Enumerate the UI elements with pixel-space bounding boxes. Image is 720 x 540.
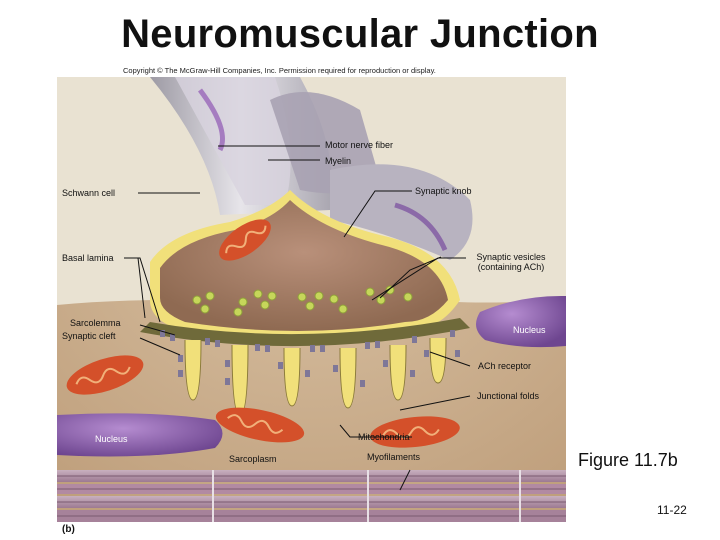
myofilaments xyxy=(57,470,566,522)
label-sarcolemma: Sarcolemma xyxy=(70,318,121,328)
label-motor-nerve-fiber: Motor nerve fiber xyxy=(325,140,394,150)
slide-number: 11-22 xyxy=(657,503,687,517)
left-mitochondrion xyxy=(66,355,144,395)
schwann-nucleus-stripe xyxy=(394,202,448,252)
label-sarcoplasm: Sarcoplasm xyxy=(229,454,277,464)
label-myofilaments: Myofilaments xyxy=(367,452,421,462)
lower-mitochondrion-1 xyxy=(215,407,305,443)
synaptic-vesicles xyxy=(192,285,413,317)
slide-title: Neuromuscular Junction xyxy=(121,12,599,56)
ach-receptors xyxy=(160,330,460,387)
nucleus-left-shape xyxy=(57,413,223,457)
synaptic-cleft xyxy=(140,318,470,347)
panel-label: (b) xyxy=(62,524,75,535)
label-schwann-cell: Schwann cell xyxy=(62,188,116,198)
leader-lines xyxy=(124,145,471,491)
junctional-folds xyxy=(184,337,447,416)
lower-mitochondrion-2 xyxy=(370,416,460,448)
label-mitochondria: Mitochondria xyxy=(358,432,410,442)
knob-mitochondrion xyxy=(219,219,271,261)
label-synaptic-vesicles-line1: Synaptic vesicles xyxy=(476,252,546,262)
copyright-notice: Copyright © The McGraw-Hill Companies, I… xyxy=(123,66,436,75)
figure-label: Figure 11.7b xyxy=(578,450,678,470)
label-synaptic-vesicles-line2: (containing ACh) xyxy=(477,262,545,272)
label-nucleus-right: Nucleus xyxy=(513,325,546,335)
label-synaptic-vesicles: Synaptic vesicles (containing ACh) xyxy=(466,252,556,272)
label-basal-lamina: Basal lamina xyxy=(62,253,114,263)
label-synaptic-knob: Synaptic knob xyxy=(415,186,472,196)
label-synaptic-cleft: Synaptic cleft xyxy=(62,331,116,341)
label-nucleus-left: Nucleus xyxy=(95,434,128,444)
label-junctional-folds: Junctional folds xyxy=(477,391,540,401)
label-ach-receptor: ACh receptor xyxy=(478,361,532,371)
myelin-sheath xyxy=(175,77,291,205)
label-myelin: Myelin xyxy=(325,156,352,166)
nucleus-right-shape xyxy=(476,295,566,348)
